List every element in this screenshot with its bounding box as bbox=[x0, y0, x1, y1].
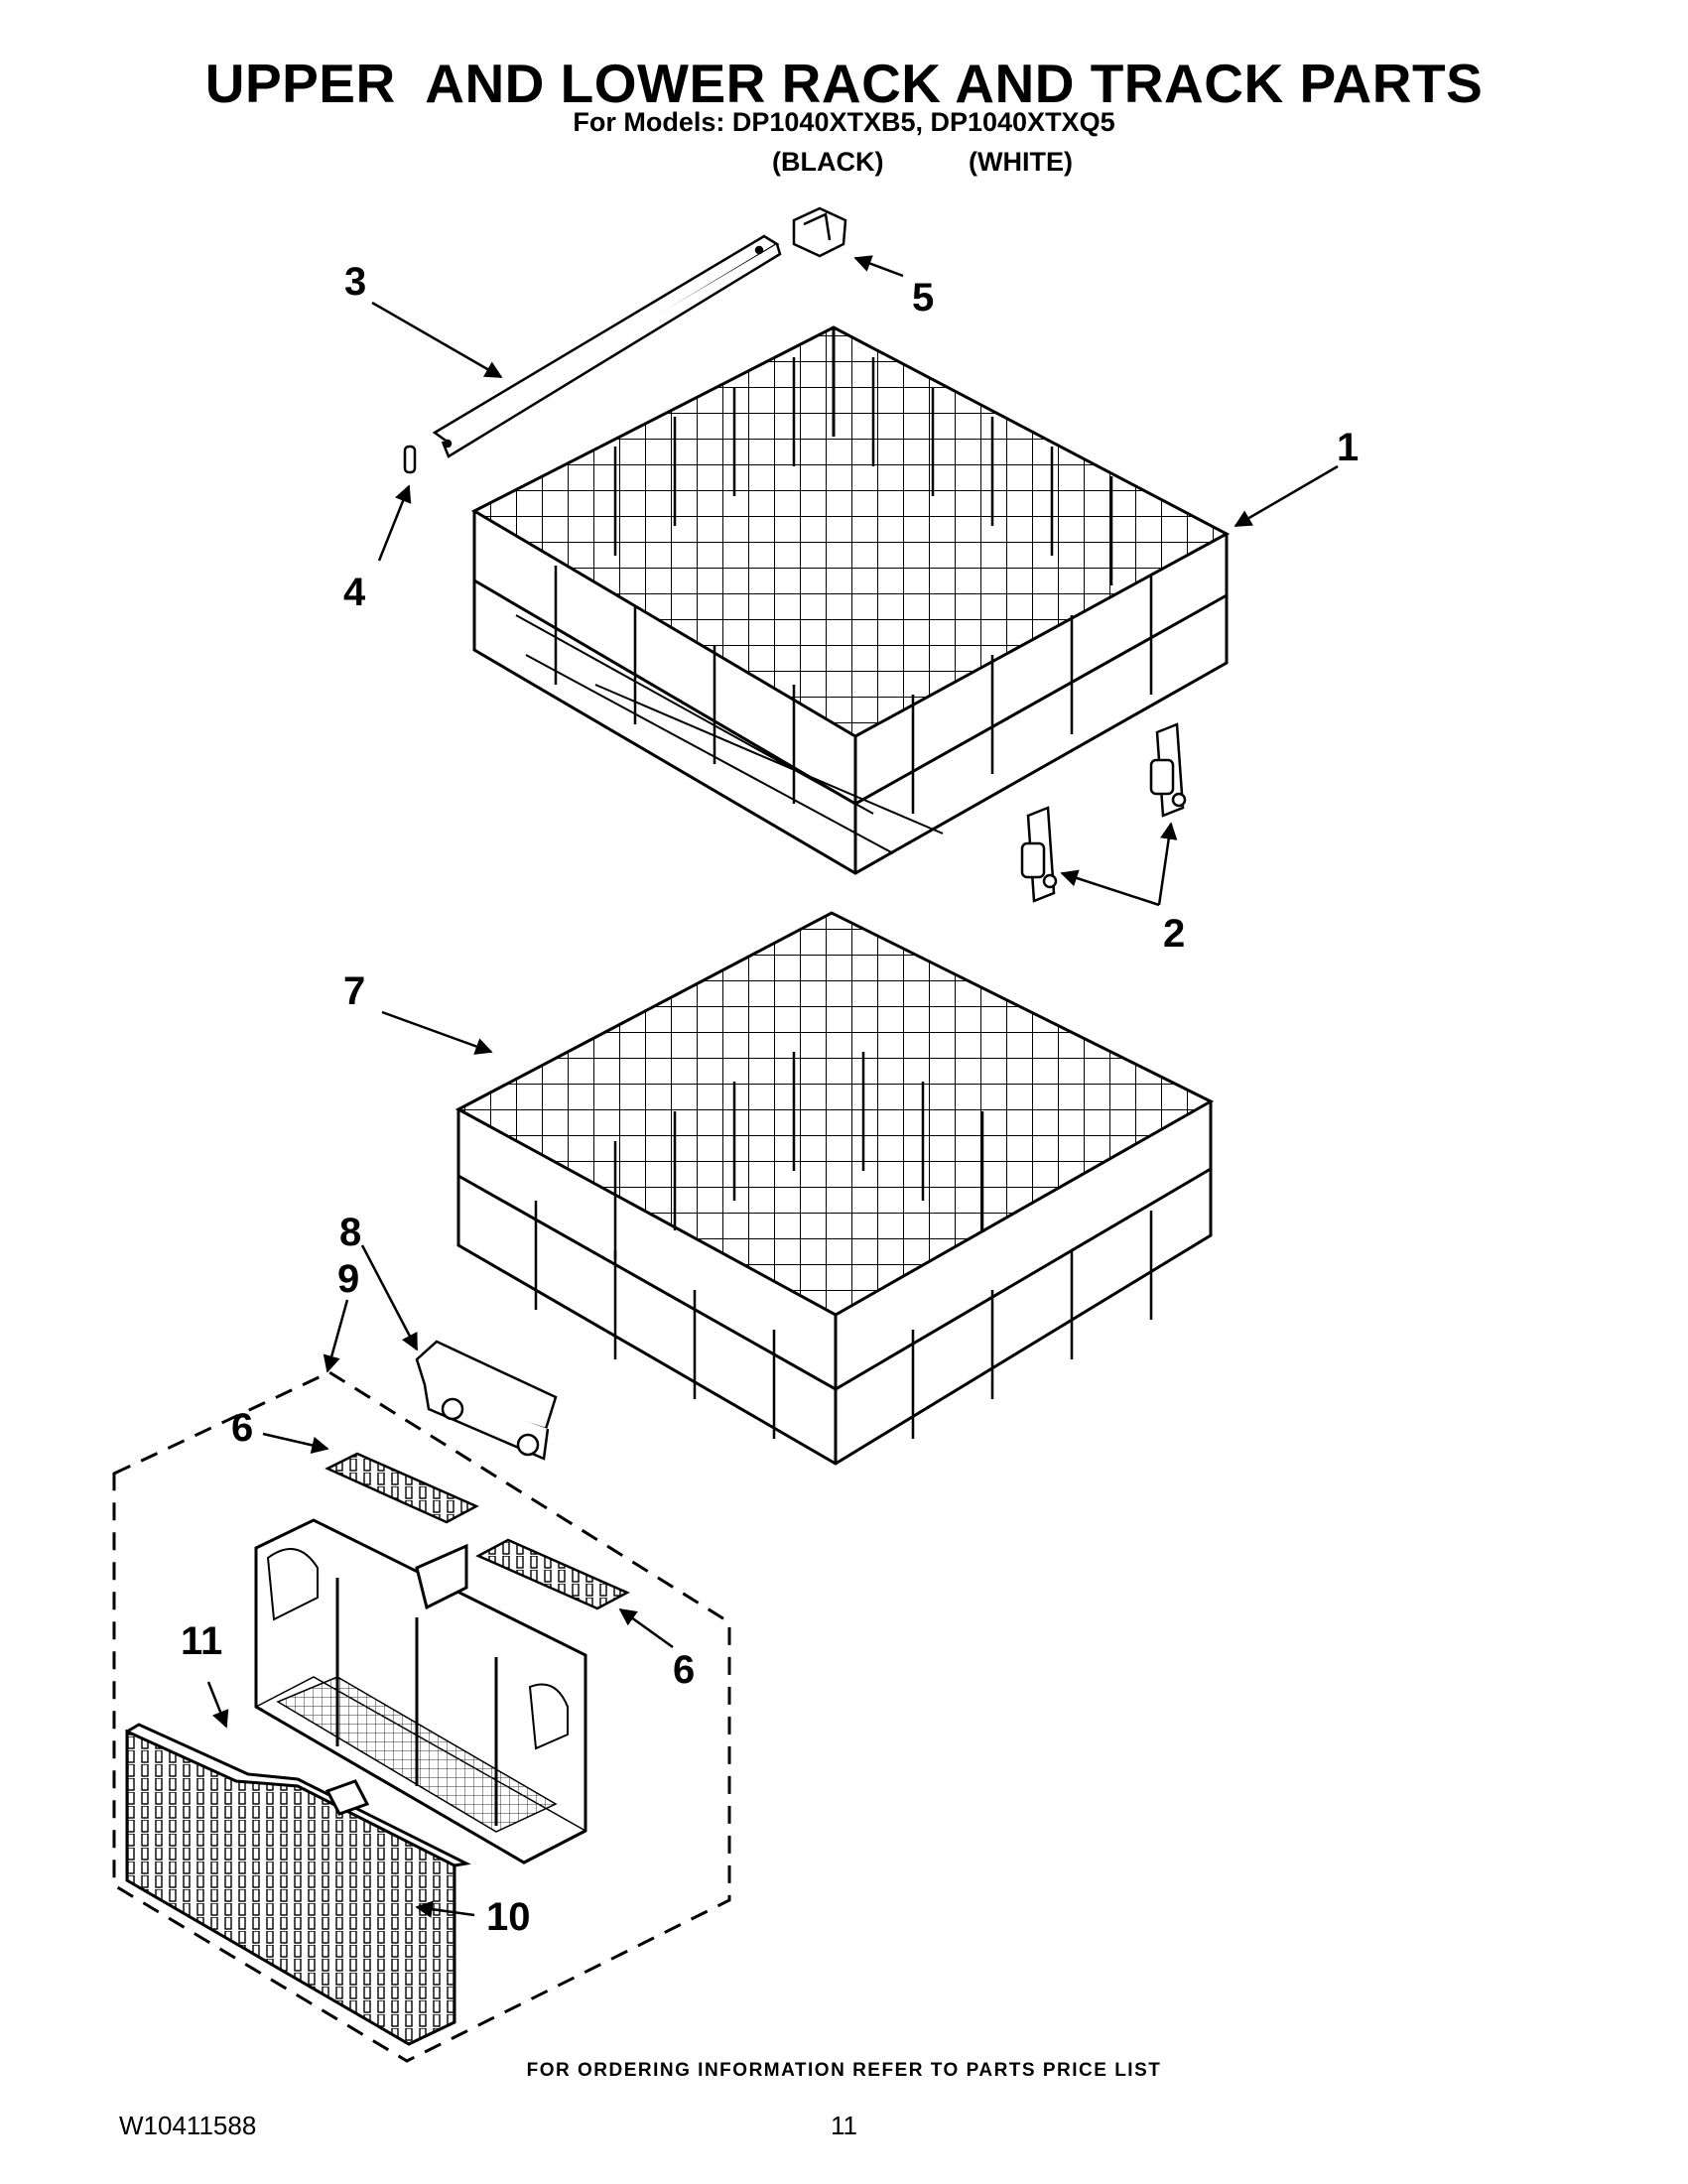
callout-6-upper: 6 bbox=[231, 1406, 253, 1450]
callout-1: 1 bbox=[1337, 426, 1359, 469]
track-end-cap-part bbox=[792, 206, 847, 258]
track-stop-clip-part bbox=[403, 445, 417, 474]
basket-cover-right-part bbox=[475, 1538, 630, 1610]
callout-2: 2 bbox=[1163, 912, 1185, 956]
cutlery-basket-part bbox=[254, 1518, 587, 1864]
rack-wheel-assembly-part bbox=[415, 1340, 558, 1461]
callout-9: 9 bbox=[337, 1257, 359, 1301]
callout-10: 10 bbox=[486, 1895, 531, 1939]
track-rail-part bbox=[432, 234, 782, 458]
rack-adjuster-left-part bbox=[1020, 806, 1058, 903]
upper-rack-part bbox=[470, 325, 1231, 875]
models-line: For Models: DP1040XTXB5, DP1040XTXQ5 bbox=[573, 107, 1115, 137]
callout-4: 4 bbox=[343, 571, 366, 614]
rack-adjuster-right-part bbox=[1149, 722, 1187, 818]
callout-5: 5 bbox=[912, 276, 934, 320]
callout-8: 8 bbox=[339, 1211, 361, 1254]
page-number: 11 bbox=[831, 2111, 857, 2140]
callout-11: 11 bbox=[181, 1619, 222, 1663]
callout-6-lower: 6 bbox=[673, 1648, 695, 1692]
cutlery-basket-kit-boundary bbox=[112, 1370, 731, 2063]
color-white-label: (WHITE) bbox=[969, 147, 1073, 177]
page-title: UPPER AND LOWER RACK AND TRACK PARTS bbox=[204, 53, 1484, 114]
callout-3: 3 bbox=[344, 260, 366, 304]
basket-lid-part bbox=[125, 1723, 471, 2046]
callout-7: 7 bbox=[343, 969, 365, 1013]
color-black-label: (BLACK) bbox=[772, 147, 884, 177]
callout-leaders bbox=[206, 255, 1339, 1918]
basket-cover-left-part bbox=[325, 1452, 479, 1524]
lower-rack-part bbox=[454, 911, 1215, 1466]
document-number: W10411588 bbox=[119, 2111, 257, 2140]
ordering-note: FOR ORDERING INFORMATION REFER TO PARTS … bbox=[526, 2060, 1162, 2081]
